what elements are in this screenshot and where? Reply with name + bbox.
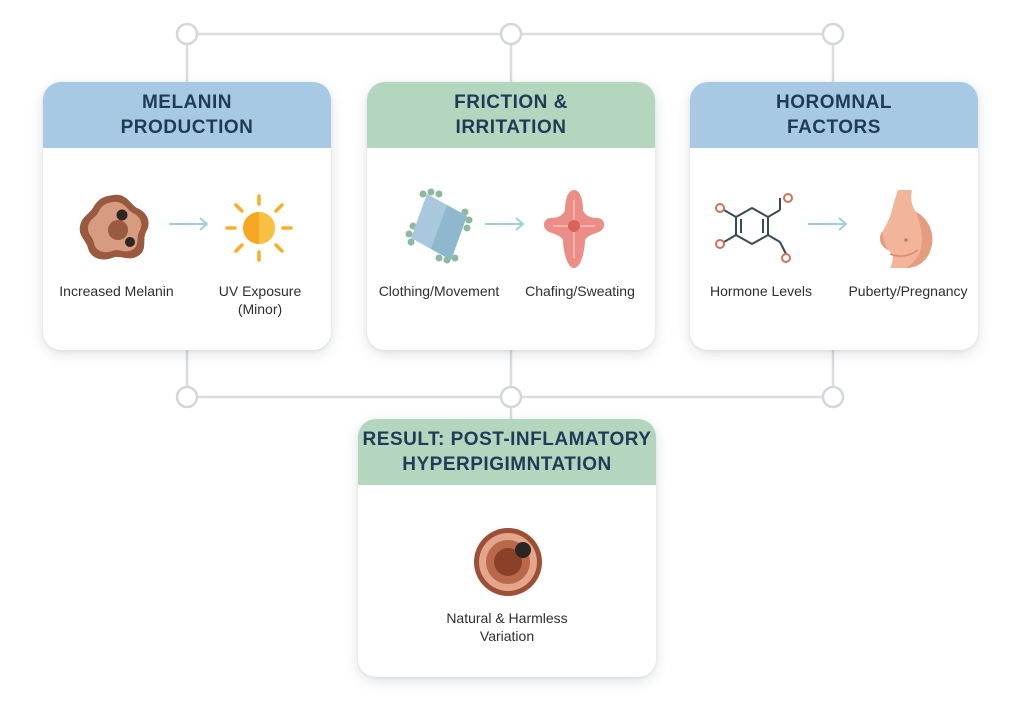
card-header: MELANIN PRODUCTION: [43, 82, 331, 148]
hormone-molecule-icon: [715, 193, 793, 263]
arrow-right-icon: [485, 217, 525, 231]
connector-node: [499, 22, 523, 46]
card-header: HOROMNAL FACTORS: [690, 82, 978, 148]
item-label: Clothing/Movement: [378, 283, 500, 299]
item-label: Hormone Levels: [710, 283, 812, 299]
connector-node: [175, 22, 199, 46]
fabric-swatch-icon: [405, 188, 473, 264]
connector-node: [499, 385, 523, 409]
card-result: RESULT: POST-INFLAMATORY HYPERPIGIMNTATI…: [358, 419, 656, 677]
arrow-right-icon: [169, 217, 209, 231]
result-label: Natural & Harmless Variation: [446, 610, 568, 644]
item-label: Puberty/Pregnancy: [848, 283, 968, 299]
card-header: RESULT: POST-INFLAMATORY HYPERPIGIMNTATI…: [358, 419, 656, 485]
card-title: RESULT: POST-INFLAMATORY HYPERPIGIMNTATI…: [362, 429, 652, 475]
card-header: FRICTION & IRRITATION: [367, 82, 655, 148]
item-label: Chafing/Sweating: [525, 283, 635, 299]
connector-node: [175, 385, 199, 409]
melanocyte-cell-icon: [79, 194, 149, 260]
card-title: FRICTION & IRRITATION: [454, 92, 568, 138]
arrow-right-icon: [808, 217, 848, 231]
irritated-skin-icon: [543, 190, 605, 268]
connector-node: [821, 385, 845, 409]
card-melanin-production: MELANIN PRODUCTION Increased Melanin UV: [43, 82, 331, 350]
sun-icon: [225, 194, 293, 262]
card-title: MELANIN PRODUCTION: [120, 92, 254, 138]
card-title: HOROMNAL FACTORS: [776, 92, 892, 138]
card-friction-irritation: FRICTION & IRRITATION Clothing/Movement …: [367, 82, 655, 350]
pigment-spot-icon: [474, 528, 542, 596]
card-hormonal-factors: HOROMNAL FACTORS: [690, 82, 978, 350]
connector-node: [821, 22, 845, 46]
item-label: Increased Melanin: [59, 283, 174, 299]
item-label: UV Exposure (Minor): [218, 283, 302, 317]
pregnant-belly-icon: [880, 190, 933, 268]
